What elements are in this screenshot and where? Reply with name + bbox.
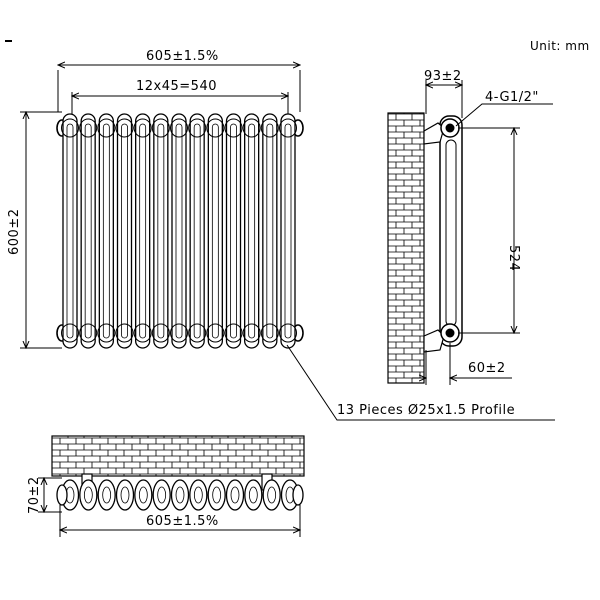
top-view-tube-inner — [193, 486, 203, 504]
side-wall — [387, 112, 425, 384]
radiator-column — [61, 113, 79, 349]
top-view-tube — [262, 479, 281, 511]
profile-note: 13 Pieces Ø25x1.5 Profile — [337, 403, 515, 418]
top-view-tube-inner — [230, 486, 240, 504]
radiator-column — [242, 113, 261, 349]
top-view-tube — [134, 479, 153, 511]
radiator-column — [170, 113, 188, 349]
top-view-tube-inner — [157, 486, 167, 504]
connections-label: 4-G1/2" — [485, 90, 539, 105]
top-view-tube-inner — [138, 486, 148, 504]
top-view-endcap — [56, 484, 68, 506]
units-label: Unit: mm — [530, 39, 590, 53]
top-view-tube — [207, 479, 226, 511]
top-view-tube — [244, 479, 263, 511]
top-view-tube-inner — [212, 486, 222, 504]
top-view-tube — [225, 479, 245, 511]
top-view-tube-inner — [83, 486, 93, 504]
front-width-label: 605±1.5% — [146, 49, 219, 64]
radiator-column — [115, 113, 134, 349]
side-depth-label: 93±2 — [424, 69, 462, 84]
profile-leader — [286, 344, 555, 421]
radiator-column — [151, 113, 170, 349]
top-view: 70±2 605±1.5% — [27, 435, 305, 537]
front-view: 605±1.5% 12x45=540 600±2 — [7, 49, 304, 349]
top-depth-label: 70±2 — [27, 476, 42, 514]
top-view-tube-inner — [267, 486, 277, 504]
radiator-column — [224, 113, 243, 349]
height-label: 600±2 — [7, 209, 22, 255]
top-view-tube — [170, 479, 190, 511]
radiator-column — [279, 113, 297, 349]
pipe-centres-label: 524 — [506, 245, 521, 271]
radiator-column — [97, 113, 116, 349]
top-view-tube-inner — [120, 486, 130, 504]
radiator-column — [188, 113, 207, 349]
top-view-tube-inner — [102, 486, 112, 504]
top-view-tube-inner — [175, 486, 185, 504]
top-view-columns — [56, 479, 304, 511]
top-view-tube — [189, 479, 208, 511]
top-view-tube — [79, 479, 98, 511]
side-view: 93±2 4-G1/2" 524 60±2 — [387, 69, 553, 385]
top-view-tube-inner — [248, 486, 258, 504]
top-wall — [51, 435, 305, 477]
column-spacing-label: 12x45=540 — [136, 79, 217, 94]
top-view-endcap — [292, 484, 304, 506]
top-view-tube — [97, 479, 116, 511]
top-view-tube — [152, 479, 171, 511]
radiator-column — [133, 113, 152, 349]
radiator-column — [206, 113, 225, 349]
radiator-column — [79, 113, 98, 349]
top-view-tube — [115, 479, 135, 511]
top-width-label: 605±1.5% — [146, 514, 219, 529]
radiator-column — [260, 113, 279, 349]
radiator-columns — [61, 113, 297, 349]
wall-offset-label: 60±2 — [468, 361, 506, 376]
